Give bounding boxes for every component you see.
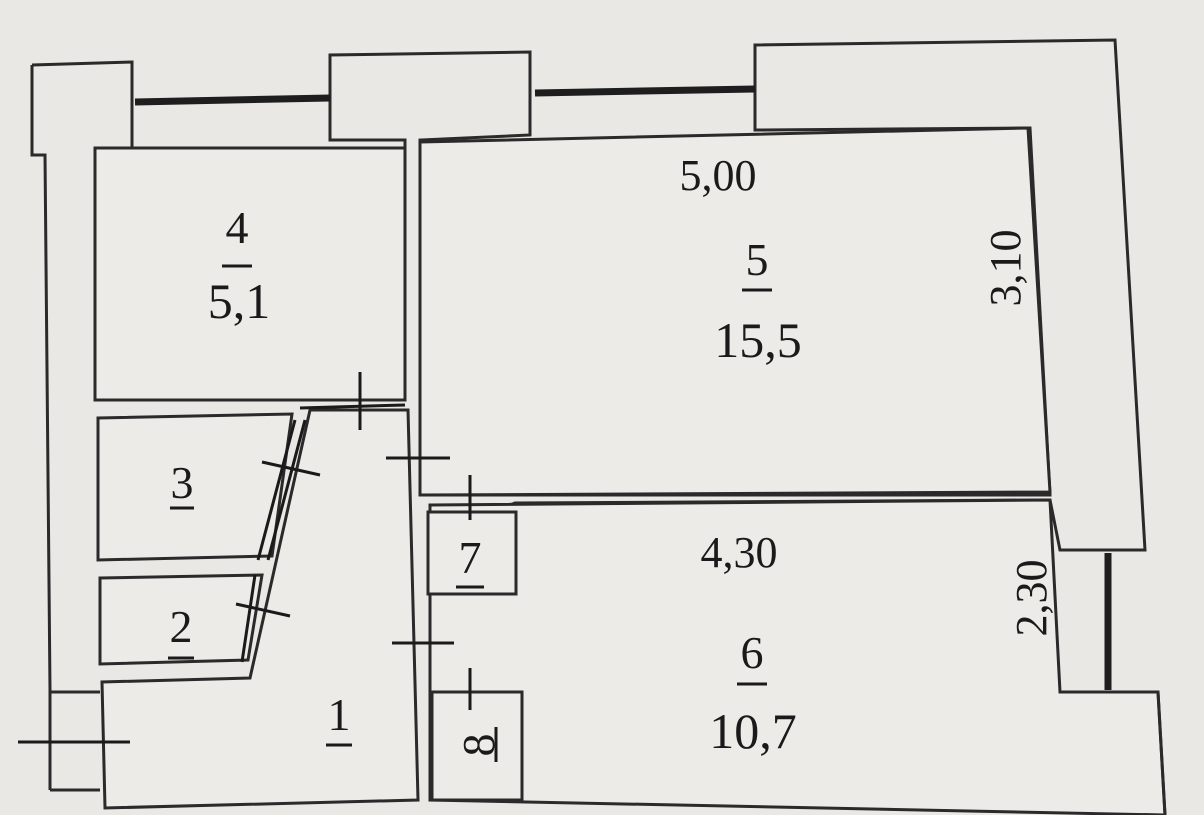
- left-wall: [30, 65, 52, 790]
- room-4-number: 4: [226, 202, 249, 253]
- room-4: [93, 146, 407, 402]
- window-top-left: [134, 94, 331, 106]
- room-6-width: 4,30: [701, 528, 778, 577]
- room-5-width: 5,00: [680, 151, 757, 200]
- room-3: [96, 412, 294, 562]
- room-3-number: 3: [171, 457, 194, 508]
- room-5-number: 5: [746, 234, 769, 285]
- entrance-wall: [50, 690, 100, 792]
- room-2: [98, 573, 264, 666]
- room-6: [428, 498, 1167, 815]
- room-7-number: 7: [459, 532, 482, 583]
- room-5: [418, 126, 1052, 497]
- room-6-number: 6: [741, 627, 764, 678]
- room-7: [426, 510, 518, 596]
- room-6-depth: 2,30: [1007, 560, 1056, 637]
- room-2-number: 2: [170, 601, 193, 652]
- room-1: [100, 408, 420, 810]
- room-1-number: 1: [328, 689, 351, 740]
- room-4-area: 5,1: [208, 273, 271, 329]
- room-8-number: 8: [453, 734, 504, 757]
- right-lower-wall: [1060, 690, 1167, 815]
- door-ticks: [18, 372, 472, 744]
- room-8: [430, 690, 524, 802]
- window-top-right: [534, 85, 756, 97]
- room-5-area: 15,5: [714, 312, 802, 368]
- room-5-depth: 3,10: [981, 230, 1030, 307]
- room-6-area: 10,7: [709, 703, 797, 759]
